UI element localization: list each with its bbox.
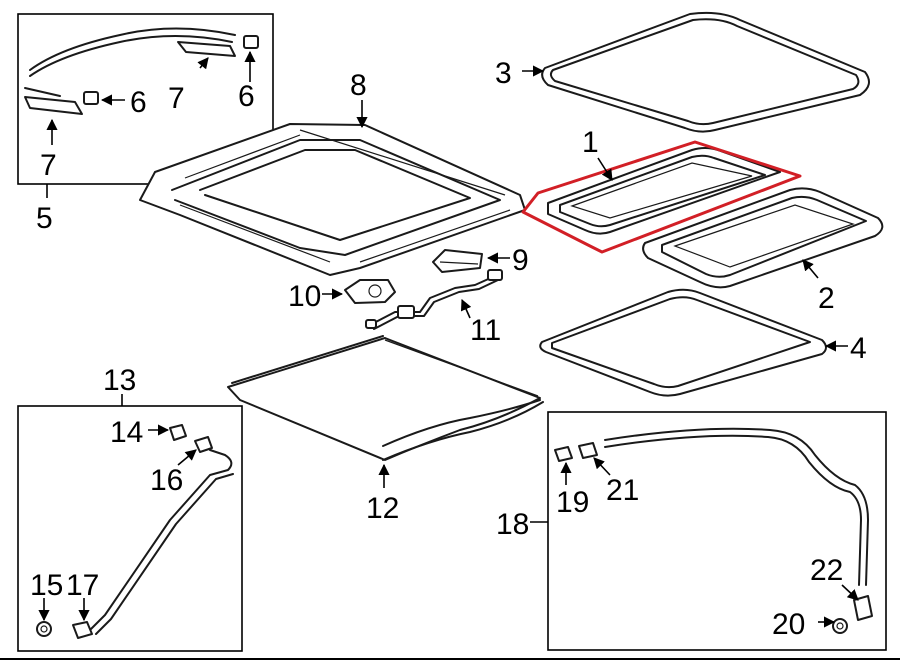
callout-12: 12 bbox=[366, 492, 399, 525]
glass-assembly-part-2 bbox=[642, 187, 884, 289]
callout-17: 17 bbox=[66, 569, 99, 602]
callout-18: 18 bbox=[496, 508, 529, 541]
callout-20: 20 bbox=[772, 608, 805, 641]
inset-box-part-18 bbox=[547, 411, 887, 651]
sunroof-frame-part-8 bbox=[139, 123, 526, 276]
callout-4: 4 bbox=[850, 332, 867, 365]
callout-15: 15 bbox=[30, 569, 63, 602]
callout-6-left: 6 bbox=[130, 86, 147, 119]
callout-6-right: 6 bbox=[238, 80, 255, 113]
callout-8: 8 bbox=[350, 69, 367, 102]
glass-panel-part-1 bbox=[547, 147, 781, 235]
callout-13: 13 bbox=[103, 364, 136, 397]
callout-21: 21 bbox=[606, 474, 639, 507]
inset-box-part-5 bbox=[17, 13, 274, 185]
bracket-part-9 bbox=[432, 249, 483, 273]
callout-7-top: 7 bbox=[168, 82, 185, 115]
callout-11: 11 bbox=[470, 314, 501, 347]
lower-seal-part-4 bbox=[539, 288, 827, 397]
callout-19: 19 bbox=[556, 486, 589, 519]
callout-5: 5 bbox=[36, 202, 53, 235]
callout-9: 9 bbox=[512, 244, 529, 277]
callout-10: 10 bbox=[288, 280, 321, 313]
outer-seal-part-3 bbox=[541, 11, 870, 133]
motor-part-10 bbox=[344, 279, 396, 304]
callout-14: 14 bbox=[110, 416, 143, 449]
callout-3: 3 bbox=[495, 57, 512, 90]
callout-1: 1 bbox=[582, 126, 599, 159]
wire-harness-part-11 bbox=[365, 269, 503, 330]
inset-box-part-13 bbox=[17, 405, 243, 652]
callout-16: 16 bbox=[150, 464, 183, 497]
sunshade-part-12 bbox=[227, 335, 544, 461]
callout-7-bottom: 7 bbox=[40, 149, 57, 182]
callout-2: 2 bbox=[818, 282, 835, 315]
callout-22: 22 bbox=[810, 554, 843, 587]
part-1-highlight-outline bbox=[521, 140, 802, 254]
